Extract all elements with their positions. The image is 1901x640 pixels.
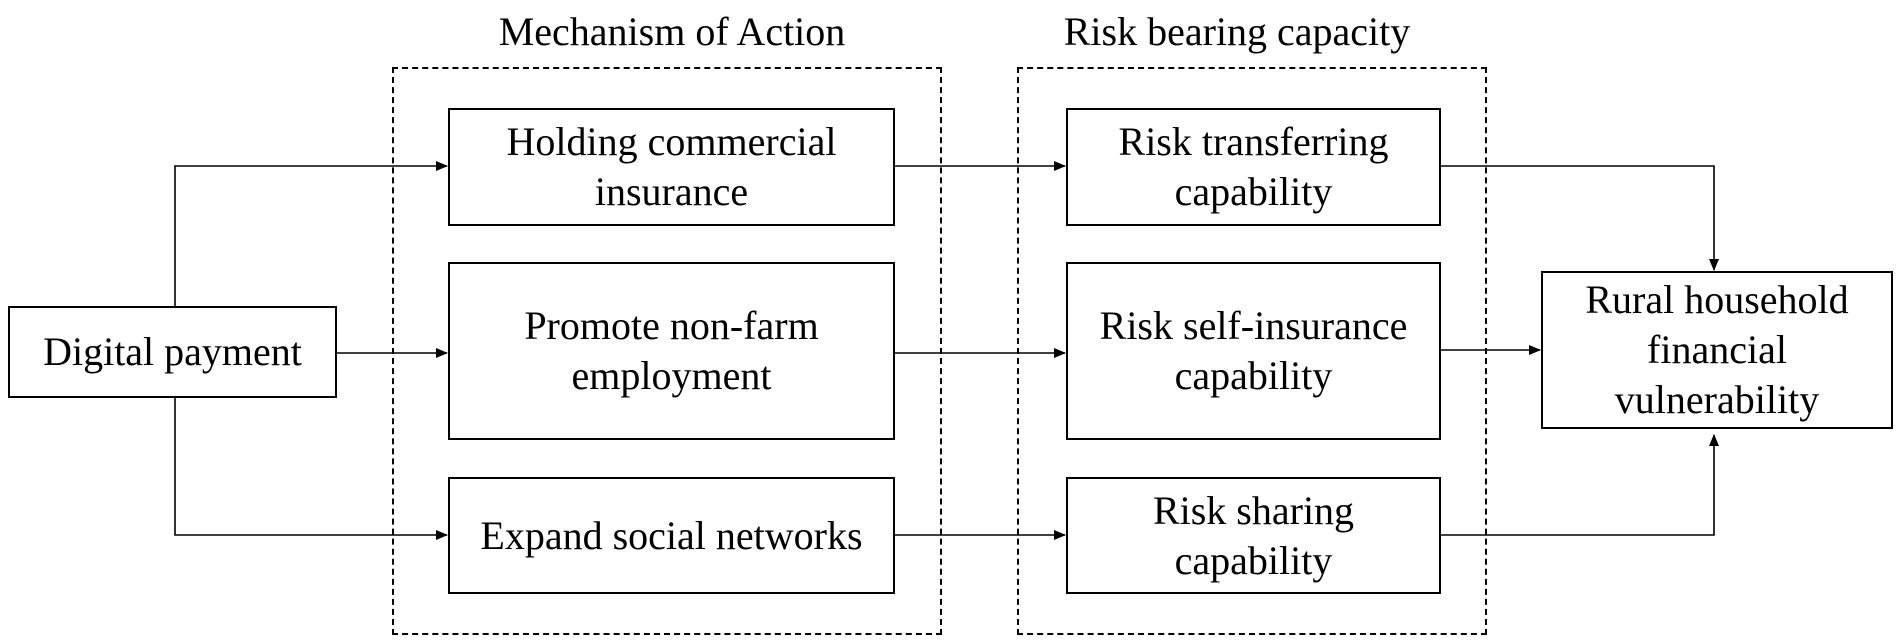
risk-sharing-label: Risk sharing capability bbox=[1152, 487, 1355, 583]
digital-payment-label: Digital payment bbox=[43, 329, 302, 374]
commercial-insurance-node: Holding commercial insurance bbox=[448, 108, 895, 226]
risk-self-insurance-node: Risk self-insurance capability bbox=[1066, 262, 1441, 440]
risk-capacity-group-title: Risk bearing capacity bbox=[1063, 9, 1411, 54]
arrow-payment-to-social bbox=[174, 398, 448, 540]
arrow-transfer-to-vulnerability bbox=[1441, 165, 1719, 271]
risk-self-insurance-label: Risk self-insurance capability bbox=[1099, 303, 1408, 398]
mechanism-group-title: Mechanism of Action bbox=[498, 9, 846, 54]
non-farm-employment-label: Promote non-farm employment bbox=[524, 303, 819, 398]
risk-capacity-group-frame bbox=[1017, 67, 1487, 635]
risk-transferring-node: Risk transferring capability bbox=[1066, 108, 1441, 226]
commercial-insurance-label: Holding commercial insurance bbox=[506, 119, 837, 214]
social-networks-label: Expand social networks bbox=[480, 512, 863, 558]
arrow-payment-to-insurance bbox=[174, 161, 448, 306]
social-networks-node: Expand social networks bbox=[448, 477, 895, 594]
financial-vulnerability-label: Rural household financial vulnerability bbox=[1585, 277, 1849, 422]
arrow-sharing-to-vulnerability bbox=[1441, 434, 1719, 536]
risk-sharing-node: Risk sharing capability bbox=[1066, 477, 1441, 594]
digital-payment-node: Digital payment bbox=[8, 306, 337, 398]
risk-transferring-label: Risk transferring capability bbox=[1118, 119, 1389, 214]
non-farm-employment-node: Promote non-farm employment bbox=[448, 262, 895, 440]
financial-vulnerability-node: Rural household financial vulnerability bbox=[1541, 271, 1893, 429]
mechanism-group-frame bbox=[392, 67, 942, 635]
